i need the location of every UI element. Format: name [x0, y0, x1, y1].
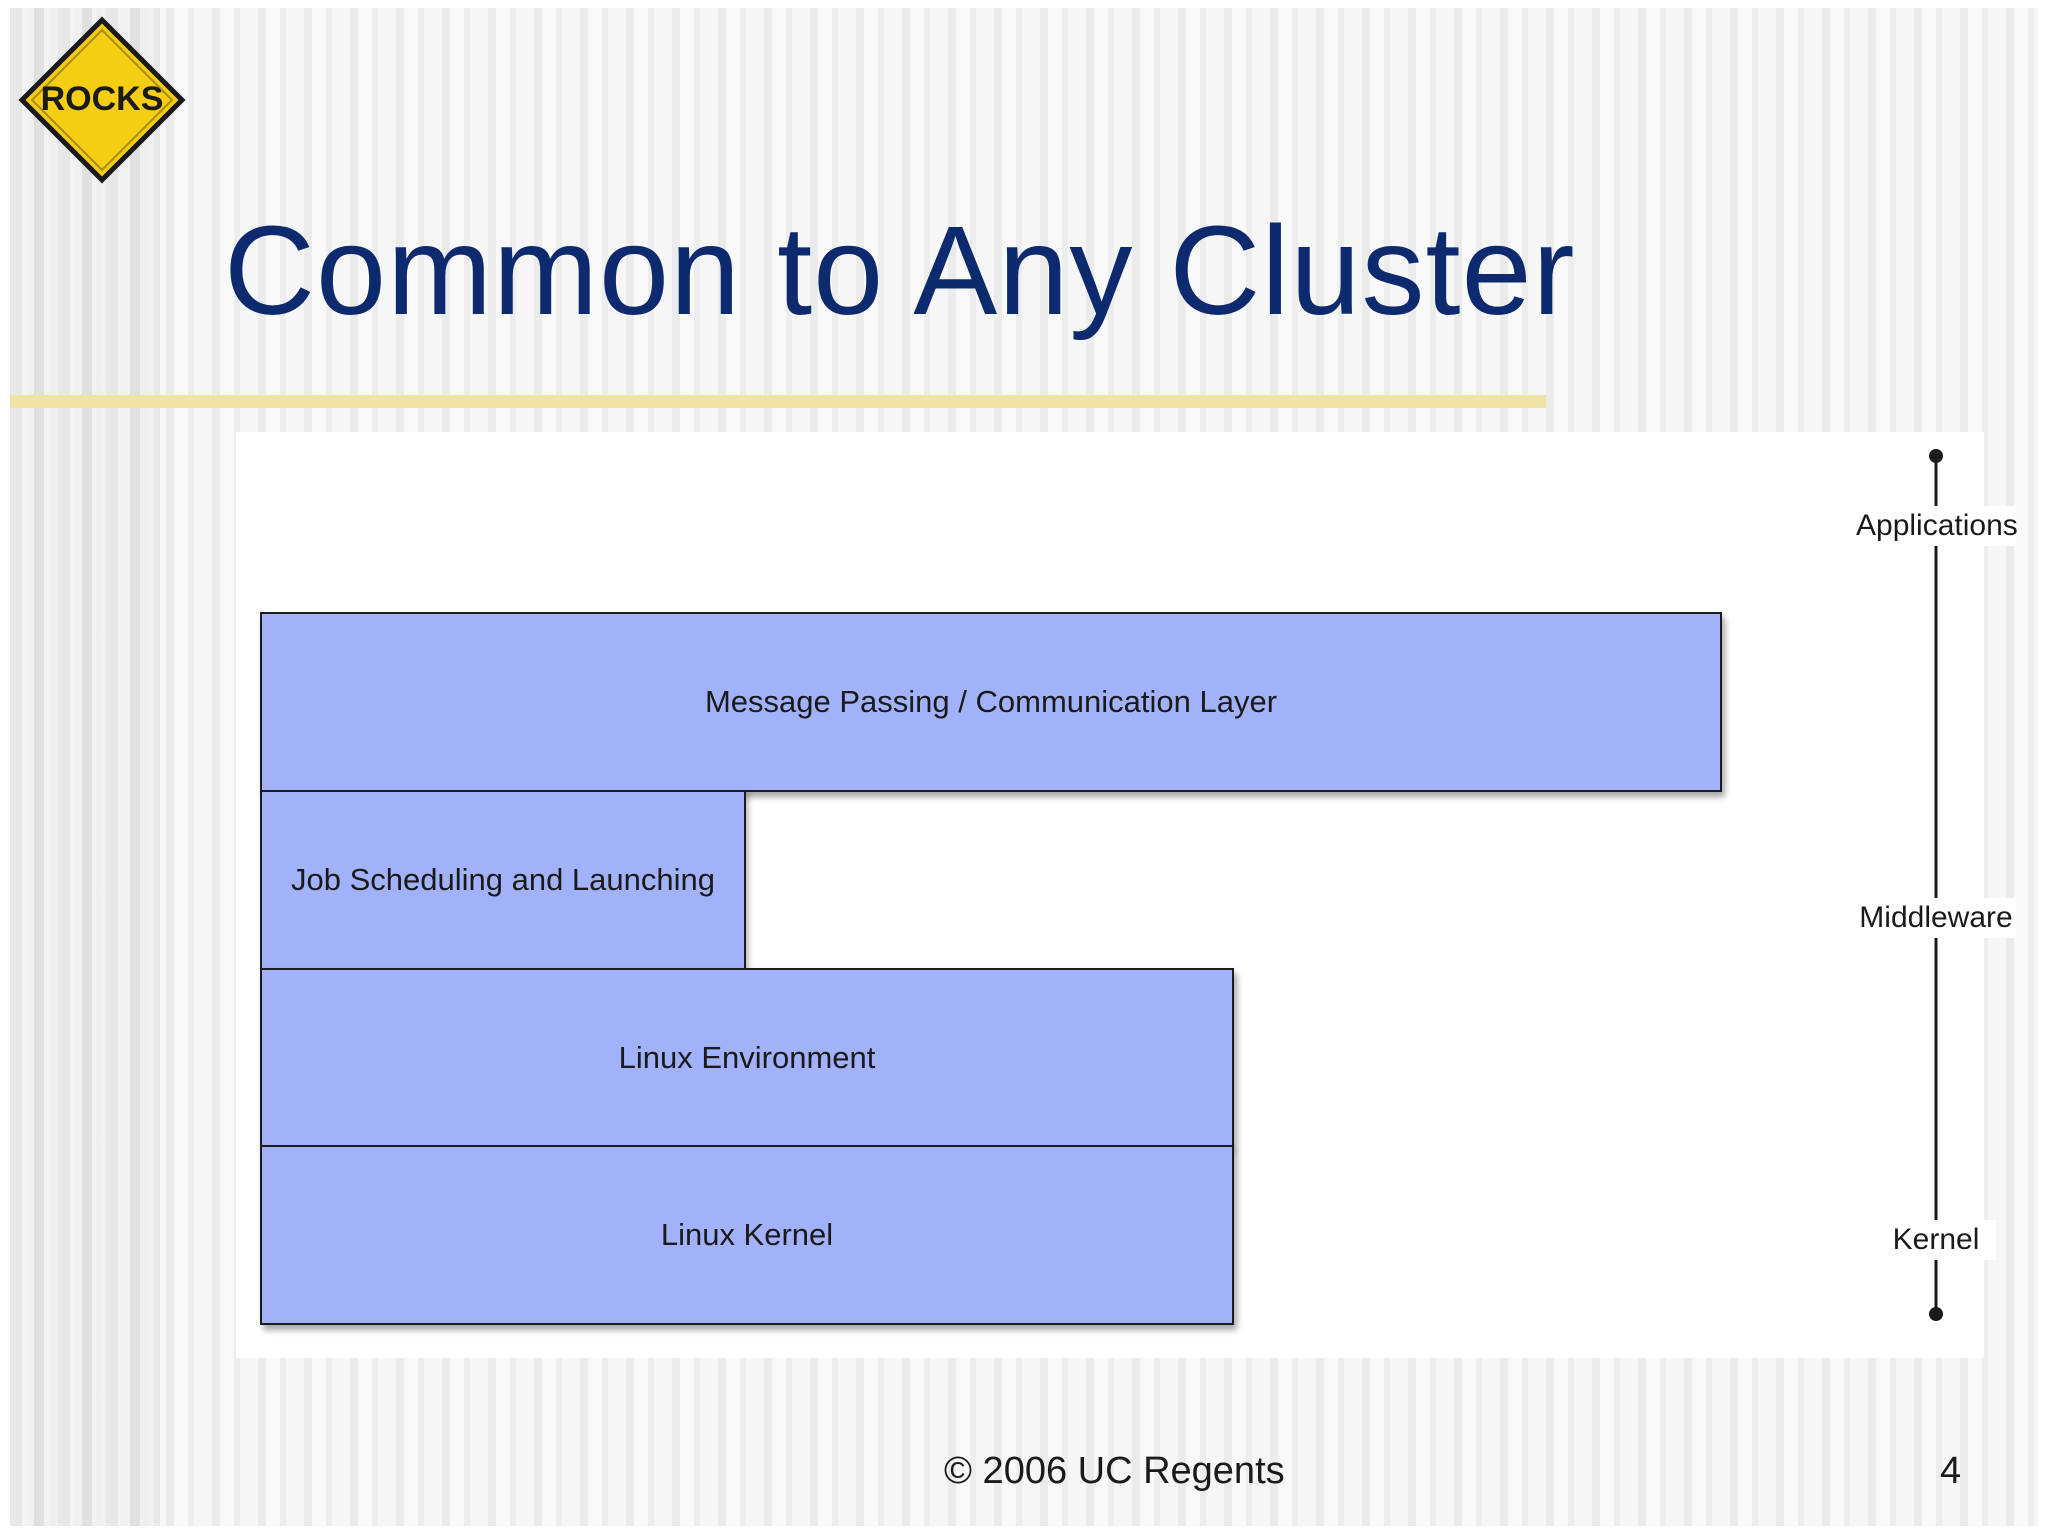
axis-label-middleware: Middleware [1856, 898, 2016, 938]
slide: ROCKS Common to Any Cluster Message Pass… [10, 8, 2038, 1526]
job-scheduling-layer: Job Scheduling and Launching [260, 790, 746, 970]
layer-diagram: Message Passing / Communication Layer Jo… [236, 432, 2018, 1358]
message-passing-layer: Message Passing / Communication Layer [260, 612, 1722, 792]
axis-bottom-dot [1929, 1307, 1943, 1321]
title-underline [10, 395, 1546, 408]
footer-copyright: © 2006 UC Regents [944, 1450, 1285, 1492]
rocks-diamond-icon: ROCKS [18, 16, 186, 184]
axis-line [1929, 449, 1943, 1321]
layer-label: Job Scheduling and Launching [290, 862, 715, 897]
linux-environment-layer: Linux Environment [260, 968, 1234, 1147]
rocks-logo: ROCKS [14, 12, 190, 188]
logo-text: ROCKS [41, 80, 164, 118]
layer-label: Linux Environment [618, 1039, 876, 1075]
axis-label-applications: Applications [1856, 506, 2018, 546]
slide-title: Common to Any Cluster [224, 200, 1576, 341]
layer-label: Message Passing / Communication Layer [704, 684, 1278, 719]
axis-label-kernel: Kernel [1876, 1220, 1996, 1260]
layer-label: Linux Kernel [660, 1217, 834, 1252]
slide-background-stripes [10, 8, 160, 1526]
page-number: 4 [1940, 1450, 1962, 1492]
axis-top-dot [1929, 449, 1943, 463]
stack-axis: Applications Middleware Kernel [1856, 446, 2018, 1326]
linux-kernel-layer: Linux Kernel [260, 1145, 1234, 1325]
